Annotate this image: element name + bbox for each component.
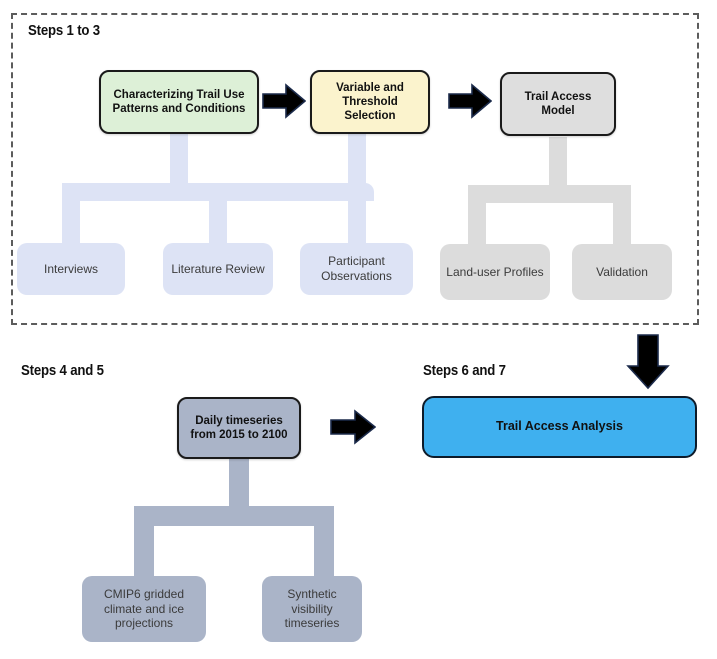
node-cmip6-projections[interactable]: CMIP6 gridded climate and ice projection… xyxy=(82,576,206,642)
connector-leg-synthetic xyxy=(314,506,334,586)
node-synthetic-visibility-label: Synthetic visibility timeseries xyxy=(284,587,340,631)
connector-bus-steel xyxy=(134,506,334,526)
connector-leg-cmip6 xyxy=(134,506,154,586)
steps-1-to-3-group-border xyxy=(11,13,699,325)
node-interviews[interactable]: Interviews xyxy=(17,243,125,295)
node-interviews-label: Interviews xyxy=(43,261,99,276)
connector-leg-validation xyxy=(613,185,631,253)
connector-leg-land-user xyxy=(468,185,486,253)
node-validation-label: Validation xyxy=(596,264,648,279)
connector-bus-grey xyxy=(468,185,631,203)
node-participant-observations-label: Participant Observations xyxy=(321,254,392,283)
connector-stem-characterizing xyxy=(170,133,188,193)
arrow-variable-to-model-icon xyxy=(448,83,492,119)
node-trail-access-model-label: Trail Access Model xyxy=(524,90,592,117)
node-validation[interactable]: Validation xyxy=(572,244,672,300)
node-trail-access-analysis-label: Trail Access Analysis xyxy=(496,419,623,434)
node-participant-observations[interactable]: Participant Observations xyxy=(300,243,413,295)
node-literature-review-label: Literature Review xyxy=(171,261,265,276)
connector-stem-variable xyxy=(348,133,366,193)
node-cmip6-label: CMIP6 gridded climate and ice projection… xyxy=(103,587,185,631)
node-daily-timeseries[interactable]: Daily timeseries from 2015 to 2100 xyxy=(177,397,301,459)
node-land-user-profiles[interactable]: Land-user Profiles xyxy=(440,244,550,300)
connector-leg-participant xyxy=(348,183,366,255)
steps-4-and-5-label: Steps 4 and 5 xyxy=(21,362,104,379)
connector-leg-literature xyxy=(209,183,227,255)
node-synthetic-visibility[interactable]: Synthetic visibility timeseries xyxy=(262,576,362,642)
arrow-characterizing-to-variable-icon xyxy=(262,83,306,119)
connector-stem-trail-access-model xyxy=(549,137,567,197)
steps-6-and-7-label: Steps 6 and 7 xyxy=(423,362,506,379)
arrow-timeseries-to-analysis-icon xyxy=(330,408,376,446)
node-trail-access-analysis[interactable]: Trail Access Analysis xyxy=(422,396,697,458)
node-daily-timeseries-label: Daily timeseries from 2015 to 2100 xyxy=(190,414,288,441)
node-literature-review[interactable]: Literature Review xyxy=(163,243,273,295)
steps-1-to-3-label: Steps 1 to 3 xyxy=(28,22,100,39)
node-variable-threshold-selection[interactable]: Variable and Threshold Selection xyxy=(310,70,430,134)
node-land-user-profiles-label: Land-user Profiles xyxy=(446,264,544,279)
node-characterizing-trail-use[interactable]: Characterizing Trail Use Patterns and Co… xyxy=(99,70,259,134)
arrow-group1-to-analysis-icon xyxy=(626,334,670,390)
node-characterizing-label: Characterizing Trail Use Patterns and Co… xyxy=(112,88,246,115)
node-trail-access-model[interactable]: Trail Access Model xyxy=(500,72,616,136)
node-variable-threshold-label: Variable and Threshold Selection xyxy=(336,81,404,122)
connector-stem-daily-timeseries xyxy=(229,456,249,518)
connector-leg-interviews xyxy=(62,183,80,255)
